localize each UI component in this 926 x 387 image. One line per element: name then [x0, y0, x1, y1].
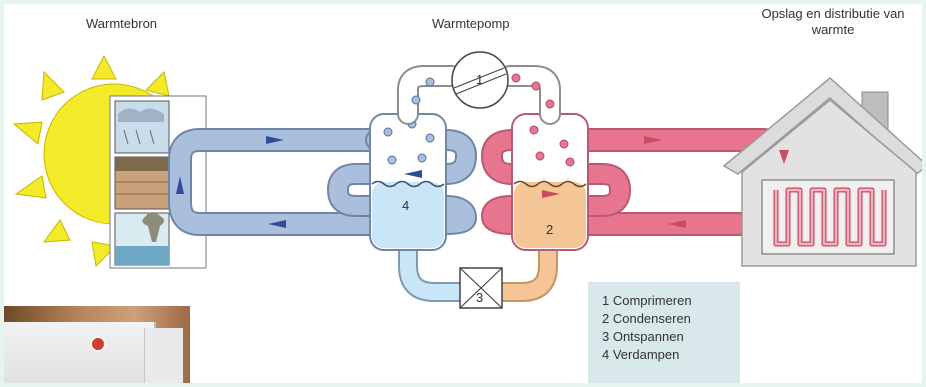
- arrow-left-icon: [268, 220, 286, 228]
- arrow-left-icon: [668, 220, 686, 228]
- legend-box: 1 Comprimeren 2 Condenseren 3 Ontspannen…: [588, 282, 740, 383]
- heat-source-label: Warmtebron: [86, 16, 158, 31]
- arrow-down-icon: [779, 150, 789, 164]
- arrow-right-icon: [644, 136, 662, 144]
- legend-item: 4 Verdampen: [602, 347, 680, 362]
- house-icon: [722, 77, 922, 267]
- compressor-pipe: [397, 65, 561, 125]
- evaporator-vessel: [369, 113, 447, 251]
- storage-label: Opslag en distributie van warmte: [740, 6, 922, 38]
- heat-pump-photo: [4, 306, 190, 383]
- condenser-number: 2: [546, 222, 554, 237]
- legend-item: 1 Comprimeren: [602, 293, 692, 308]
- heat-pump-unit-side: [144, 328, 183, 383]
- expansion-number: 3: [476, 290, 484, 305]
- arrow-left-icon: [404, 170, 422, 178]
- diagram-canvas: [12, 51, 922, 309]
- expansion-valve-icon: [459, 267, 503, 309]
- evaporator-number: 4: [402, 198, 410, 213]
- arrow-right-icon: [542, 190, 560, 198]
- arrow-up-icon: [176, 176, 184, 194]
- brand-logo-icon: [90, 336, 106, 352]
- legend-item: 3 Ontspannen: [602, 329, 684, 344]
- compressor-number: 1: [476, 72, 484, 87]
- storage-label-line1: Opslag en distributie van: [761, 6, 905, 21]
- heat-pump-unit: [4, 322, 156, 383]
- heat-pump-label: Warmtepomp: [432, 16, 510, 31]
- flow-arrows: [176, 136, 789, 228]
- arrow-right-icon: [266, 136, 284, 144]
- storage-label-line2: warmte: [811, 22, 855, 37]
- compressor-icon: [451, 51, 509, 109]
- legend-item: 2 Condenseren: [602, 311, 691, 326]
